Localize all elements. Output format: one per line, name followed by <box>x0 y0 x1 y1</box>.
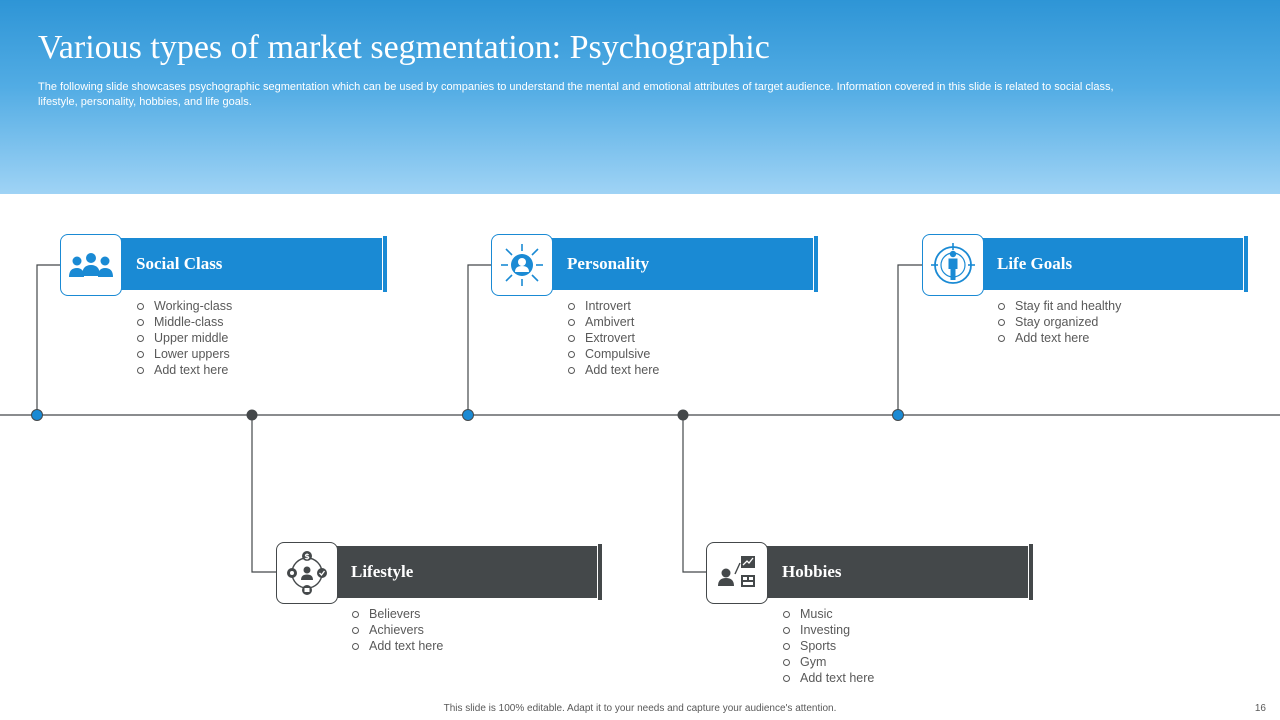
segment-title-hobbies: Hobbies <box>766 546 1028 598</box>
segment-bar-edge <box>814 236 818 292</box>
segment-title-social-class: Social Class <box>120 238 382 290</box>
list-item: Sports <box>782 638 874 654</box>
segment-icon-box-lifestyle: $ <box>276 542 338 604</box>
list-item: Add text here <box>351 638 443 654</box>
page-title: Various types of market segmentation: Ps… <box>38 29 770 66</box>
list-item: Add text here <box>136 362 232 378</box>
footer-note: This slide is 100% editable. Adapt it to… <box>443 703 837 714</box>
segment-list-hobbies: Music Investing Sports Gym Add text here <box>782 606 874 686</box>
timeline-node-personality <box>462 409 474 421</box>
list-item: Working-class <box>136 298 232 314</box>
connector-life-goals <box>897 264 924 415</box>
header-banner <box>0 0 1280 194</box>
hobbies-icon <box>718 556 755 587</box>
timeline-node-social-class <box>31 409 43 421</box>
list-item: Lower uppers <box>136 346 232 362</box>
list-item: Add text here <box>782 670 874 686</box>
segment-title-personality: Personality <box>551 238 813 290</box>
list-item: Upper middle <box>136 330 232 346</box>
lifestyle-icon: $ <box>287 551 327 595</box>
svg-text:$: $ <box>304 552 310 561</box>
group-icon <box>69 253 113 277</box>
list-item: Extrovert <box>567 330 659 346</box>
list-item: Believers <box>351 606 443 622</box>
segment-bar-edge <box>598 544 602 600</box>
list-item: Gym <box>782 654 874 670</box>
list-item: Ambivert <box>567 314 659 330</box>
segment-list-social-class: Working-class Middle-class Upper middle … <box>136 298 232 378</box>
segment-icon-box-hobbies <box>706 542 768 604</box>
page-number: 16 <box>1254 703 1266 714</box>
segment-list-life-goals: Stay fit and healthy Stay organized Add … <box>997 298 1121 346</box>
list-item: Middle-class <box>136 314 232 330</box>
segment-title-lifestyle: Lifestyle <box>335 546 597 598</box>
list-item: Introvert <box>567 298 659 314</box>
connector-hobbies <box>682 415 708 573</box>
segment-icon-box-life-goals <box>922 234 984 296</box>
segment-title-life-goals: Life Goals <box>981 238 1243 290</box>
segment-list-personality: Introvert Ambivert Extrovert Compulsive … <box>567 298 659 378</box>
connector-social-class <box>36 264 62 415</box>
segment-icon-box-personality <box>491 234 553 296</box>
segment-list-lifestyle: Believers Achievers Add text here <box>351 606 443 654</box>
list-item: Music <box>782 606 874 622</box>
target-person-icon <box>931 243 975 284</box>
timeline-node-life-goals <box>892 409 904 421</box>
list-item: Stay organized <box>997 314 1121 330</box>
list-item: Investing <box>782 622 874 638</box>
page-subtitle: The following slide showcases psychograp… <box>38 81 1114 108</box>
list-item: Compulsive <box>567 346 659 362</box>
segment-bar-edge <box>1029 544 1033 600</box>
connector-personality <box>467 264 492 415</box>
list-item: Achievers <box>351 622 443 638</box>
list-item: Add text here <box>567 362 659 378</box>
timeline-node-lifestyle <box>246 409 258 421</box>
list-item: Add text here <box>997 330 1121 346</box>
timeline-node-hobbies <box>677 409 689 421</box>
personality-icon <box>501 244 543 286</box>
segment-icon-box-social-class <box>60 234 122 296</box>
connector-lifestyle <box>251 415 278 573</box>
segment-bar-edge <box>383 236 387 292</box>
segment-bar-edge <box>1244 236 1248 292</box>
list-item: Stay fit and healthy <box>997 298 1121 314</box>
